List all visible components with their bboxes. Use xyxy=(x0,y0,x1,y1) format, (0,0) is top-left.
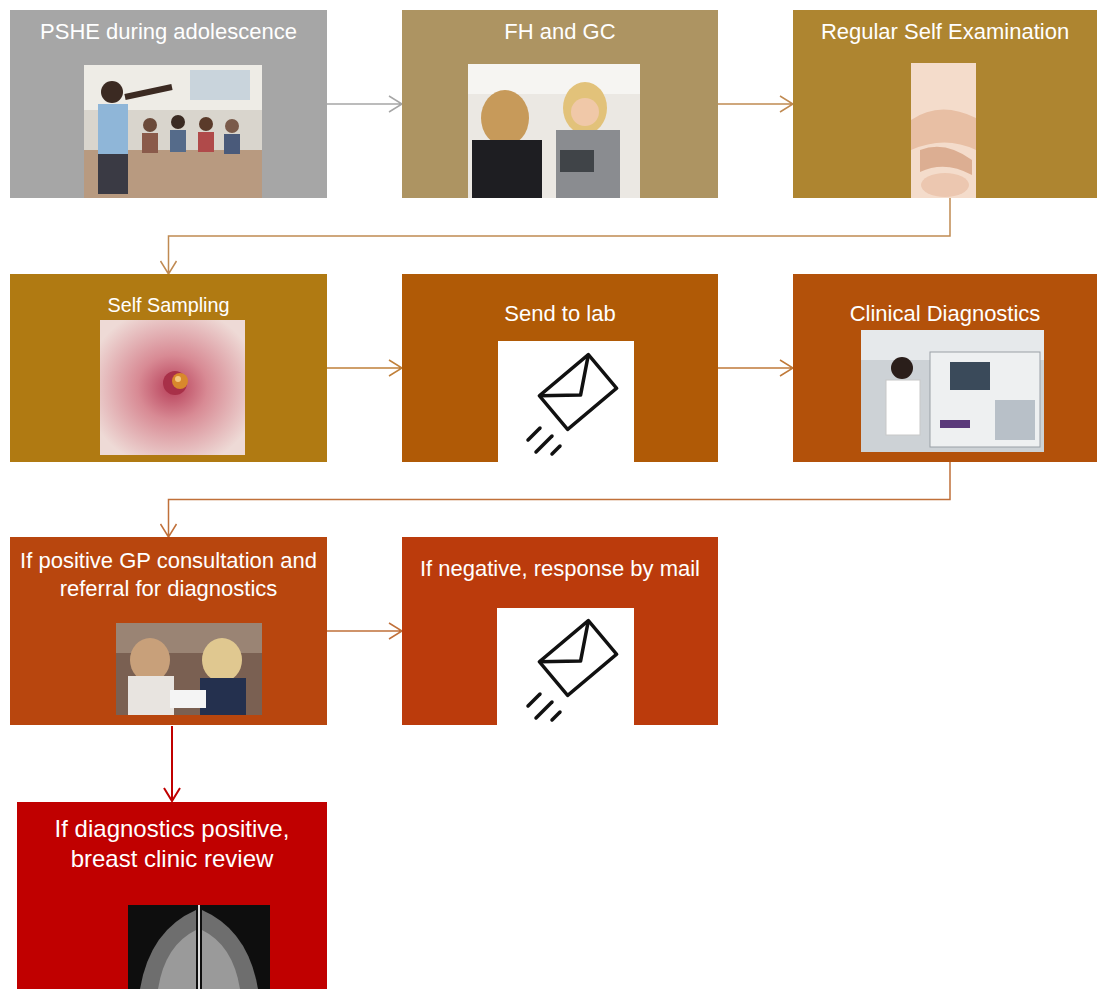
process-box: If positive GP consultation and referral… xyxy=(10,537,327,725)
process-box: Self Sampling xyxy=(10,274,327,462)
flow-arrow xyxy=(164,726,180,801)
process-box: FH and GC xyxy=(402,10,718,198)
process-box: Regular Self Examination xyxy=(793,10,1097,198)
flow-arrow xyxy=(161,462,951,537)
flow-arrow xyxy=(718,96,793,112)
box-label: If negative, response by mail xyxy=(412,555,708,583)
counselling-photo xyxy=(468,64,640,198)
flow-arrow xyxy=(327,623,402,639)
box-label: If diagnostics positive, breast clinic r… xyxy=(36,814,308,874)
box-label: Send to lab xyxy=(412,300,708,328)
self-examination-photo xyxy=(911,63,976,198)
process-box: If diagnostics positive, breast clinic r… xyxy=(17,802,327,989)
box-label: PSHE during adolescence xyxy=(20,18,317,46)
box-label: FH and GC xyxy=(412,18,708,46)
consultation-photo xyxy=(116,623,262,715)
flow-arrow xyxy=(327,96,402,112)
process-box: If negative, response by mail xyxy=(402,537,718,725)
mail-icon xyxy=(497,608,634,725)
process-box: Send to lab xyxy=(402,274,718,462)
flow-arrow xyxy=(161,198,951,274)
lab-photo xyxy=(861,330,1044,452)
mail-icon xyxy=(498,341,634,462)
sample-photo xyxy=(100,320,245,455)
box-label: Self Sampling xyxy=(20,293,317,318)
box-label: If positive GP consultation and referral… xyxy=(19,547,318,602)
flow-arrow xyxy=(327,360,402,376)
box-label: Clinical Diagnostics xyxy=(803,300,1087,328)
box-label: Regular Self Examination xyxy=(803,18,1087,46)
flow-arrow xyxy=(718,360,793,376)
mammogram-image xyxy=(128,905,270,989)
process-box: PSHE during adolescence xyxy=(10,10,327,198)
process-box: Clinical Diagnostics xyxy=(793,274,1097,462)
classroom-photo xyxy=(84,65,262,198)
